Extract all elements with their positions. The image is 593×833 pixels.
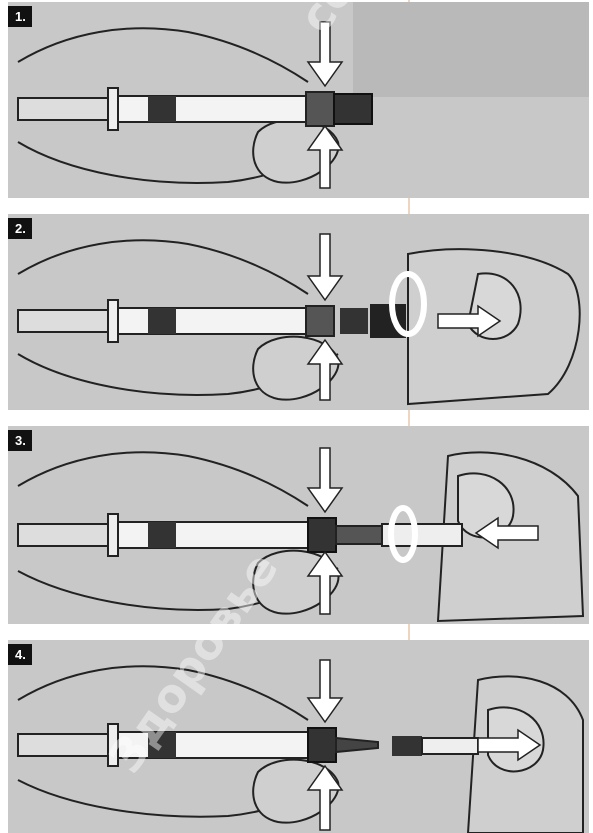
step-2-badge: 2.	[8, 218, 32, 239]
step-4-panel: 4.	[8, 640, 589, 833]
step-2-panel: 2.	[8, 214, 589, 410]
step-4-illustration	[8, 640, 589, 833]
step-3-panel: 3.	[8, 426, 589, 624]
step-2-illustration	[8, 214, 589, 410]
step-4-badge: 4.	[8, 644, 32, 665]
step-3-badge: 3.	[8, 430, 32, 451]
step-3-illustration	[8, 426, 589, 624]
step-1-badge: 1.	[8, 6, 32, 27]
step-1-illustration	[8, 2, 589, 198]
step-1-panel: 1.	[8, 2, 589, 198]
